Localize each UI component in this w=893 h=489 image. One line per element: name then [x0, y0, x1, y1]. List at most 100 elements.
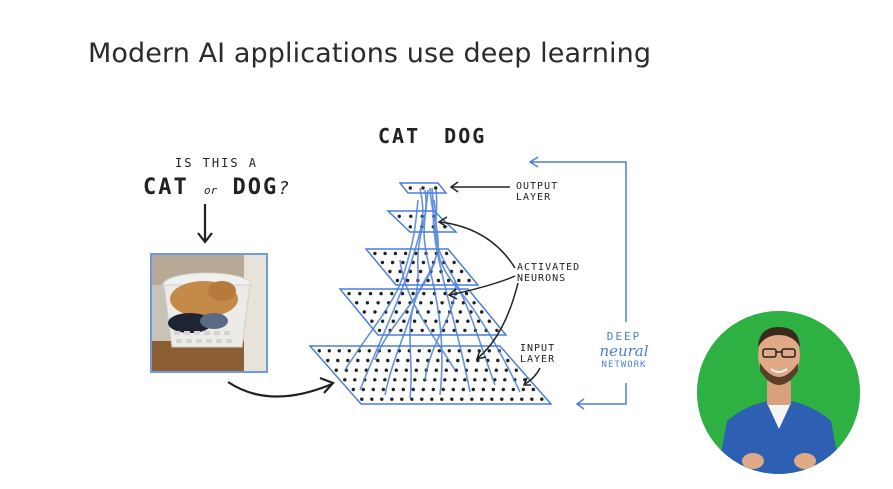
neuron-dot — [373, 378, 377, 382]
neuron-dot — [354, 368, 358, 372]
neuron-dot — [383, 251, 387, 256]
neuron-dot — [370, 319, 374, 323]
neuron-dot — [370, 397, 374, 401]
basket-cat-photo — [150, 253, 268, 373]
neuron-dot — [427, 349, 431, 353]
neuron-dot — [371, 387, 375, 392]
neuron-dot — [521, 387, 525, 392]
neuron-dot — [347, 291, 351, 296]
neuron-dot — [417, 349, 421, 353]
left-arrow-icon — [449, 181, 510, 193]
neuron-dot — [433, 378, 437, 382]
question-line1: IS THIS A — [175, 156, 259, 170]
neuron-dot — [471, 387, 475, 392]
neuron-dot — [495, 328, 499, 333]
neuron-dot — [388, 269, 392, 274]
neuron-dot — [434, 319, 438, 323]
hidden-layer-2 — [364, 248, 480, 286]
neuron-dots — [317, 186, 544, 401]
question-or: or — [204, 184, 218, 197]
neuron-dot — [431, 387, 435, 392]
neuron-dot — [327, 349, 331, 353]
neuron-dot — [386, 358, 390, 363]
neuron-dot — [472, 301, 476, 305]
neuron-dot — [466, 358, 470, 363]
activated-pointer-arrows — [437, 216, 541, 386]
neuron-dot — [398, 269, 402, 274]
neuron-dot — [343, 378, 347, 382]
neuron-dot — [458, 310, 462, 314]
neuron-dot — [390, 291, 394, 296]
neuron-dot — [403, 378, 407, 382]
neuron-dot — [362, 310, 366, 314]
neuron-dot — [540, 397, 544, 401]
neuron-dot — [374, 368, 378, 372]
neuron-dot — [487, 349, 491, 353]
neuron-dot — [501, 387, 505, 392]
neuron-dot — [397, 301, 402, 305]
neuron-dot — [387, 349, 391, 353]
neuron-dot — [453, 378, 457, 382]
neuron-dot — [414, 251, 418, 256]
curved-arrow-icon — [227, 376, 335, 398]
hidden-layer-3 — [338, 288, 508, 336]
neuron-dot — [390, 397, 394, 401]
neuron-dot — [351, 387, 355, 392]
neuron-dot — [380, 319, 385, 323]
neuron-dot — [480, 310, 484, 314]
neuron-dot — [446, 278, 451, 283]
neuron-dot — [481, 387, 485, 392]
input-layer-label: INPUT LAYER — [520, 343, 556, 365]
neuron-dot — [487, 319, 491, 323]
question-mark: ? — [278, 178, 292, 199]
input-layer — [308, 345, 553, 405]
neuron-dot — [430, 397, 434, 401]
neuron-dot — [379, 291, 383, 296]
neuron-dot — [377, 328, 382, 333]
neuron-dot — [394, 310, 398, 314]
hidden-layer-1 — [386, 210, 458, 233]
neuron-dot — [431, 328, 435, 333]
neuron-dot — [411, 387, 415, 392]
neuron-dot — [404, 368, 408, 372]
neuron-dot — [474, 368, 478, 372]
neuron-dot — [391, 387, 395, 392]
neuron-dot — [337, 349, 341, 353]
down-arrow-icon — [197, 204, 213, 244]
neuron-dot — [368, 291, 373, 296]
neuron-dot — [436, 278, 441, 283]
neuron-dot — [412, 319, 417, 323]
neuron-dot — [422, 291, 426, 296]
neuron-dot — [459, 269, 464, 274]
neuron-dot — [420, 328, 424, 333]
neuron-dot — [455, 319, 459, 323]
neuron-dot — [397, 214, 401, 218]
output-layer-label: OUTPUT LAYER — [516, 181, 559, 203]
neuron-dot — [346, 358, 350, 363]
neuron-dot — [400, 291, 405, 296]
neuron-dot — [467, 349, 471, 353]
neuron-dot — [406, 358, 410, 363]
neuron-dot — [400, 397, 404, 401]
output-layer — [398, 182, 448, 194]
neuron-dot — [347, 349, 351, 353]
neuron-dot — [376, 358, 380, 363]
neuron-dot — [376, 301, 380, 305]
neuron-dot — [421, 387, 425, 392]
deep-neural-network-label: DEEP neural NETWORK — [599, 330, 649, 370]
neuron-dot — [373, 251, 377, 256]
neuron-dot — [408, 269, 413, 274]
neuron-dot — [408, 186, 412, 190]
neuron-dot — [402, 319, 406, 323]
neuron-dot — [405, 278, 410, 283]
neuron-dot — [413, 378, 417, 382]
neuron-dot — [464, 291, 469, 296]
neuron-dot — [440, 397, 444, 401]
neuron-dot — [447, 349, 451, 353]
neuron-dot — [460, 397, 464, 401]
neuron-dot — [506, 358, 510, 363]
neuron-dot — [408, 225, 412, 229]
neuron-dot — [409, 214, 413, 218]
neuron-dot — [466, 319, 470, 323]
output-class-labels: CAT DOG — [378, 124, 487, 148]
